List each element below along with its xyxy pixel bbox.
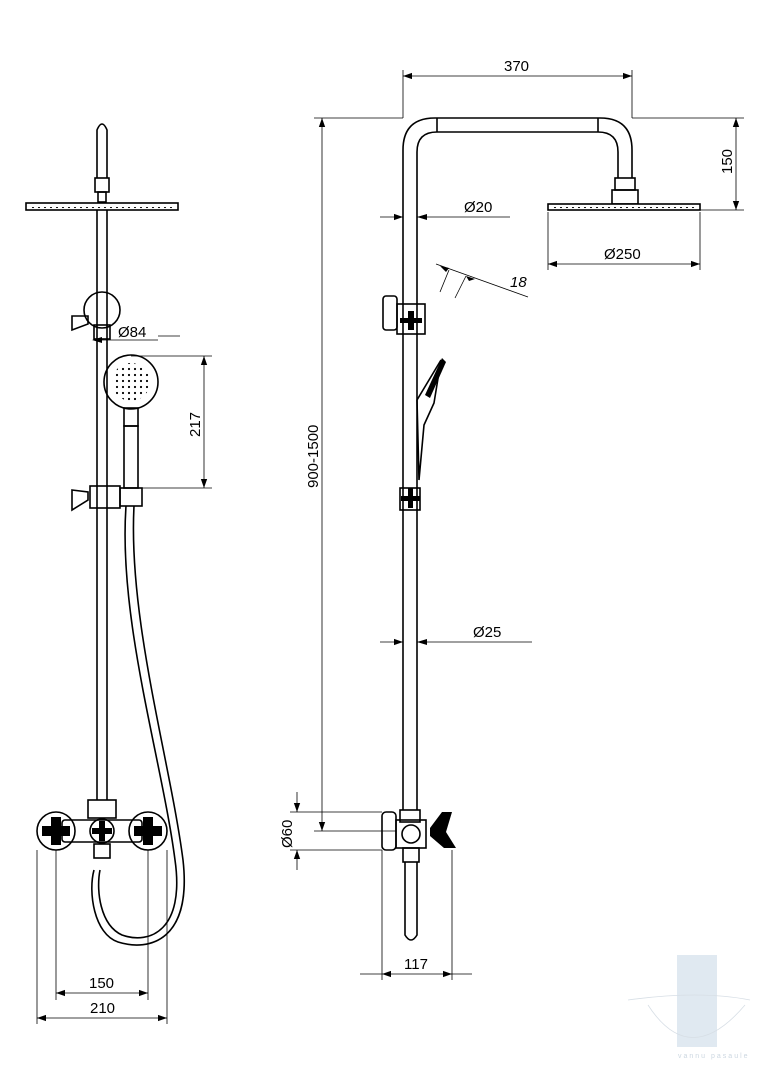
front-hand-shower-handle bbox=[123, 425, 139, 489]
side-hand-shower-body bbox=[416, 359, 442, 481]
front-hose-inner bbox=[91, 505, 185, 946]
side-mixer-top bbox=[399, 809, 421, 823]
watermark-text: vannu pasaule bbox=[678, 1053, 750, 1060]
side-diverter-knob bbox=[382, 295, 398, 331]
front-top-pipe bbox=[96, 123, 108, 178]
side-right-handle bbox=[430, 812, 456, 848]
side-arm-inner bbox=[416, 131, 619, 300]
front-hand-shower-neck bbox=[123, 407, 139, 427]
front-view: Ø84 217 150 210 bbox=[25, 123, 212, 1024]
watermark-bar bbox=[677, 955, 717, 1047]
watermark-logo: vannu pasaule bbox=[627, 955, 751, 1060]
dim-head-diameter: Ø250 bbox=[604, 246, 641, 263]
front-hand-shower-face bbox=[103, 354, 159, 410]
side-head-connector bbox=[614, 177, 636, 191]
front-slider-holder bbox=[119, 487, 143, 507]
dim-arm-tube-diameter: Ø20 bbox=[464, 199, 492, 216]
front-hand-shower-nozzles bbox=[112, 363, 150, 401]
dim-head-height: 150 bbox=[719, 149, 736, 174]
dim-arrow-arm-dia bbox=[417, 214, 427, 220]
dim-ext-18-b bbox=[454, 275, 467, 299]
side-view: 370 150 Ø20 Ø250 18 900-1500 Ø25 bbox=[279, 58, 744, 980]
front-slider-knob bbox=[71, 489, 89, 512]
dim-arrow-riser-dia bbox=[417, 639, 427, 645]
dim-valve-depth: 117 bbox=[404, 956, 428, 973]
front-slider-bracket bbox=[89, 485, 121, 509]
dim-hand-shower-thickness: 18 bbox=[510, 274, 527, 291]
side-mixer-hub bbox=[401, 824, 421, 844]
dim-overall-width: 210 bbox=[90, 1000, 115, 1017]
dim-valve-height: Ø60 bbox=[279, 820, 296, 848]
front-diverter-body bbox=[83, 291, 121, 329]
side-hand-shower-face bbox=[425, 358, 446, 398]
front-head-nut bbox=[97, 191, 107, 203]
dim-arrow-18-b bbox=[466, 276, 475, 281]
side-head-nut bbox=[611, 189, 639, 205]
side-outlet-pipe bbox=[404, 862, 418, 941]
dim-arm-reach: 370 bbox=[504, 58, 529, 75]
front-hose-outer bbox=[97, 505, 178, 939]
dim-line-18 bbox=[435, 263, 529, 298]
dim-riser-diameter: Ø25 bbox=[473, 624, 501, 641]
front-right-cross-handle bbox=[134, 817, 162, 845]
front-head-shower-nozzles bbox=[30, 207, 174, 210]
watermark-swoosh-top bbox=[627, 994, 751, 1001]
dim-ext-18-a bbox=[439, 269, 450, 293]
dim-height-range: 900-1500 bbox=[305, 425, 322, 488]
dim-valve-centers: 150 bbox=[89, 975, 114, 992]
side-diverter-body bbox=[396, 303, 426, 335]
watermark-swoosh-bottom bbox=[647, 1004, 746, 1038]
side-slider-cross bbox=[401, 488, 420, 508]
front-left-cross-handle bbox=[42, 817, 70, 845]
dim-hand-shower-diameter: Ø84 bbox=[118, 324, 146, 341]
front-diverter-hub bbox=[89, 818, 115, 844]
front-outlet-nut bbox=[93, 843, 111, 859]
front-mixer-top bbox=[87, 799, 117, 819]
front-head-connector bbox=[94, 177, 110, 193]
side-diverter-cross bbox=[400, 311, 422, 330]
dim-arrow-hand-diameter bbox=[92, 337, 102, 343]
dim-hand-shower-height: 217 bbox=[187, 412, 204, 437]
front-diverter-cross bbox=[92, 821, 112, 841]
side-arm-outer bbox=[402, 117, 633, 300]
side-outlet-nut bbox=[402, 847, 420, 863]
dim-arrow-18-a bbox=[440, 266, 449, 272]
side-head-nozzles bbox=[552, 207, 696, 210]
front-diverter-handle bbox=[71, 315, 89, 332]
